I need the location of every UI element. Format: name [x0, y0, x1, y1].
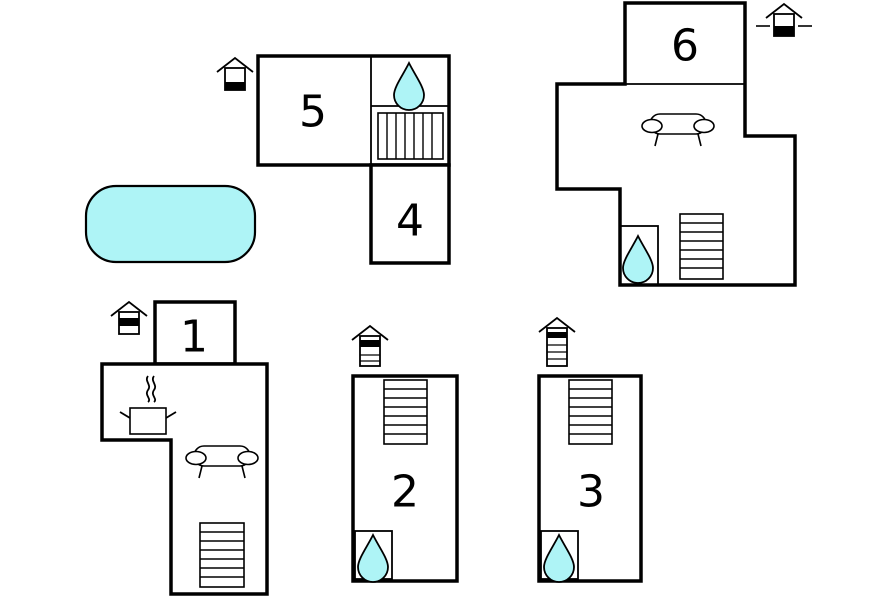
floor-level-house-icon — [538, 316, 576, 367]
room-6-block: 6 — [555, 1, 797, 287]
room-label-6: 6 — [671, 21, 699, 72]
cooking-pot-icon — [119, 375, 177, 435]
room-label-3: 3 — [577, 467, 605, 518]
swimming-pool — [84, 184, 257, 264]
floor-level-house-icon — [351, 324, 389, 367]
room-2-block: 2 — [351, 374, 459, 583]
room-5-4-block: 5 4 — [256, 54, 451, 265]
stairs-icon — [383, 379, 428, 445]
stairs-icon — [199, 522, 245, 588]
stairs-icon — [679, 213, 724, 280]
floor-level-house-icon — [110, 300, 148, 335]
room-label-2: 2 — [391, 467, 419, 518]
room-label-5: 5 — [299, 87, 327, 138]
room-3-block: 3 — [537, 374, 643, 583]
floor-level-house-icon — [756, 2, 812, 37]
floor-level-house-icon — [216, 56, 254, 91]
room-label-1: 1 — [180, 312, 208, 363]
stairs-icon — [568, 379, 613, 445]
room-label-4: 4 — [396, 196, 424, 247]
room-1-block: 1 — [100, 300, 269, 596]
stairs-icon — [377, 112, 444, 160]
